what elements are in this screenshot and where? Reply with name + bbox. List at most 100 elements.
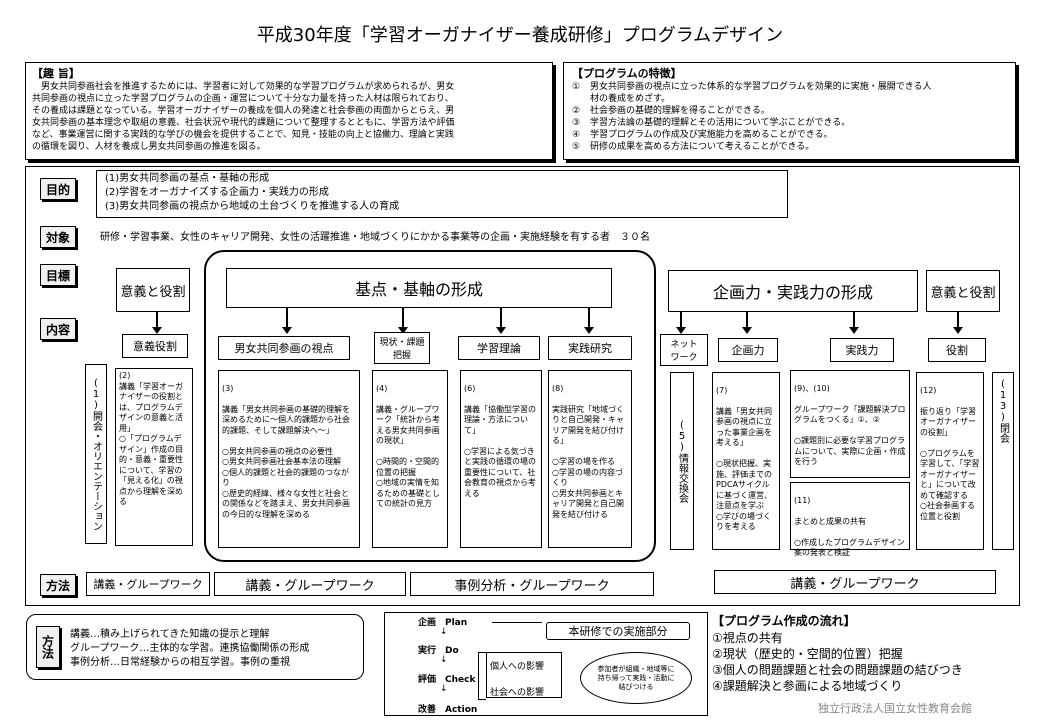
tokucho-text: 学習方法論の基礎的理解とその活用について学ぶことができる。 <box>590 118 851 128</box>
sub-jissen-kenkyu: 実践研究 <box>548 336 632 360</box>
footer-org: 独立行政法人国立女性教育会館 <box>818 702 972 715</box>
pdca-connector <box>492 622 542 623</box>
arrow-down <box>953 312 963 334</box>
hoho-desc-text: 講義…積み上げられてきた知識の提示と理解 グループワーク…主体的な学習。連携協働… <box>70 629 310 668</box>
vlabel-kaikai: (1)開会・オリエンテーション <box>85 364 107 544</box>
shushi-line: その養成は課題となっている。学習オーガナイザーの養成を個人の発達と社会参画の両面… <box>32 106 455 116</box>
tokucho-mark: ① <box>572 82 581 92</box>
pdca-plan: 企画 Plan <box>418 618 468 628</box>
mokuteki-item: (1)男女共同参画の基点・基軸の形成 <box>105 173 270 184</box>
content-8: (8) 実践研究「地域づくりと自己開発・キャリア開発を結び付ける」 ○学習の場を… <box>548 370 632 548</box>
pdca-bubble: 参加者が組織・地域等に持ち帰って実践・活動に結びつける <box>580 652 692 704</box>
pdca-arrow: ↓ <box>440 655 448 665</box>
vlabel-johokoukan: (5)情報交換会 <box>670 372 694 550</box>
label-mokuhyo: 目標 <box>40 264 76 286</box>
content-9: (9)、(10) グループワーク「課題解決プログラムをつくる」①、② ○課題別に… <box>790 370 910 478</box>
label-mokuteki: 目的 <box>40 178 76 200</box>
shushi-line: 男女共同参画社会を推進するためには、学習者に対して効果的な学習プログラムが求めら… <box>32 82 455 92</box>
tokucho-item: ③ 学習方法論の基礎的理解とその活用について学ぶことができる。 <box>572 117 1007 129</box>
label-naiyo: 内容 <box>40 318 76 340</box>
pdca-arrow: ↓ <box>440 684 448 694</box>
flow-heading: 【プログラム作成の流れ】 <box>712 614 856 628</box>
mokuteki-item: (2)学習をオーガナイズする企画力・実践力の形成 <box>105 187 329 198</box>
arrow-down <box>398 308 408 334</box>
page-title: 平成30年度「学習オーガナイザー養成研修」プログラムデザイン <box>256 25 784 46</box>
arrow-down <box>282 308 292 334</box>
method-4: 講義・グループワーク <box>714 570 996 594</box>
sub-genjo: 現状・課題 把握 <box>374 332 430 364</box>
pdca-action: 改善 Action <box>418 705 478 715</box>
tokucho-mark: ③ <box>572 118 581 128</box>
kiten-frame <box>204 250 656 562</box>
shushi-text: 男女共同参画社会を推進するためには、学習者に対して効果的な学習プログラムが求めら… <box>32 81 546 153</box>
content-6: (6) 講義「協働型学習の理論・方法について」 ○学習による気づきと実践の循環の… <box>460 370 542 548</box>
content-7: (7) 講義「男女共同参画の視点に立った事業企画を考える」 ○現状把握、実施、評… <box>712 372 780 550</box>
flow-list: ①視点の共有 ②現状（歴史的・空間的位置）把握 ③個人の問題課題と社会の問題課題… <box>712 631 963 693</box>
content-2: (2) 講義「学習オーガナイザーの役割とは、プログラムデザインの意義と活用」 ○… <box>115 368 193 546</box>
mokuteki-item: (3)男女共同参画の視点から地域の土台づくりを推進する人の育成 <box>105 201 400 212</box>
tokucho-list: ① 男女共同参画の視点に立った体系的な学習プログラムを効果的に実施・展開できる人材… <box>572 81 1007 153</box>
label-taisho: 対象 <box>40 226 76 248</box>
method-1: 講義・グループワーク <box>86 572 210 596</box>
pdca-check: 評価 Check <box>418 675 476 685</box>
tokucho-mark: ⑤ <box>572 142 581 152</box>
arrow-down <box>496 308 506 334</box>
shushi-line: 共同参画の視点に立った学習プログラムの企画・運営について十分な力量を持った人材は… <box>32 94 454 104</box>
tokucho-item: 材の養成をめざす。 <box>572 93 1007 105</box>
goal-igi2: 意義と役割 <box>926 270 1000 312</box>
effect-box <box>486 652 562 698</box>
tokucho-item: ② 社会参画の基礎的理解を得ることができる。 <box>572 105 1007 117</box>
tokucho-item: ⑤ 研修の成果を高める方法について考えることができる。 <box>572 141 1007 153</box>
taisho-text: 研修・学習事業、女性のキャリア開発、女性の活躍推進・地域づくりにかかる事業等の企… <box>100 232 650 243</box>
goal-igi1: 意義と役割 <box>116 268 190 312</box>
label-hoho2: 方法 <box>36 626 60 668</box>
sub-network: ネット ワーク <box>660 334 708 366</box>
hoho-desc-box <box>26 614 364 680</box>
shushi-line: など、事業運営に関する実践的な学びの機会を提供することで、知見・技能の向上と協働… <box>32 130 454 140</box>
label-hoho: 方法 <box>40 574 76 596</box>
tokucho-text: 社会参画の基礎的理解を得ることができる。 <box>590 106 770 116</box>
content-3: (3) 講義「男女共同参画の基礎的理解を深めるために～個人的課題から社会的課題、… <box>218 370 360 548</box>
tokucho-box: 【プログラムの特徴】 ① 男女共同参画の視点に立った体系的な学習プログラムを効果的… <box>563 62 1016 160</box>
tokucho-text: 材の養成をめざす。 <box>590 94 671 104</box>
sub-yakuwari: 役割 <box>928 338 986 362</box>
arrow-down <box>742 312 752 334</box>
shushi-line: の循環を図り、人材を養成し男女共同参画の推進を図る。 <box>32 142 266 152</box>
sub-kikakuryoku: 企画力 <box>718 338 778 362</box>
tokucho-item: ① 男女共同参画の視点に立った体系的な学習プログラムを効果的に実施・展開できる人 <box>572 81 1007 93</box>
shushi-line: 女共同参画の基本理念や取組の意義、社会状況や現代的課題について整理するとともに、… <box>32 118 455 128</box>
arrow-down <box>584 308 594 334</box>
bracket <box>478 652 486 700</box>
method-3: 事例分析・グループワーク <box>410 572 654 596</box>
pdca-arrow: ↓ <box>440 627 448 637</box>
tokucho-mark: ② <box>572 106 581 116</box>
content-11: (11) まとめと成果の共有 ○作成したプログラムデザイン案の発表と検証 <box>790 482 910 557</box>
shushi-heading: 【趣 旨】 <box>32 67 80 80</box>
sub-igiyakuwari: 意義役割 <box>122 334 188 358</box>
shushi-box: 【趣 旨】 男女共同参画社会を推進するためには、学習者に対して効果的な学習プログ… <box>25 62 553 160</box>
method-2: 講義・グループワーク <box>214 572 406 596</box>
content-12: (12) 振り返り「学習オーガナイザーの役割」 ○プログラムを学習して、「学習オ… <box>916 372 984 550</box>
tokucho-text: 学習プログラムの作成及び実施能力を高めることができる。 <box>590 130 833 140</box>
goal-kikaku: 企画力・実践力の形成 <box>668 270 918 312</box>
sub-jissenryoku: 実践力 <box>830 338 894 362</box>
pdca-callout: 本研修での実施部分 <box>546 622 690 640</box>
vlabel-heikai: (13)閉会 <box>992 372 1014 550</box>
pdca-shakai: 社会への影響 <box>490 688 545 698</box>
arrow-down <box>152 312 162 334</box>
arrow-down <box>849 312 859 334</box>
goal-kiten: 基点・基軸の形成 <box>226 268 612 308</box>
pdca-do: 実行 Do <box>418 646 459 656</box>
sub-riron: 学習理論 <box>458 336 540 360</box>
tokucho-item: ④ 学習プログラムの作成及び実施能力を高めることができる。 <box>572 129 1007 141</box>
arrow-down <box>676 312 686 334</box>
tokucho-text: 男女共同参画の視点に立った体系的な学習プログラムを効果的に実施・展開できる人 <box>590 82 932 92</box>
tokucho-text: 研修の成果を高める方法について考えることができる。 <box>590 142 815 152</box>
tokucho-mark <box>572 93 590 105</box>
content-4: (4) 講義・グループワーク「統計から考える男女共同参画の現状」 ○時間的・空間… <box>372 370 448 548</box>
tokucho-mark: ④ <box>572 130 581 140</box>
sub-danjo: 男女共同参画の視点 <box>218 336 350 360</box>
pdca-kojin: 個人への影響 <box>490 662 545 672</box>
tokucho-heading: 【プログラムの特徴】 <box>572 67 682 80</box>
mokuteki-box: (1)男女共同参画の基点・基軸の形成 (2)学習をオーガナイズする企画力・実践力… <box>96 170 788 218</box>
